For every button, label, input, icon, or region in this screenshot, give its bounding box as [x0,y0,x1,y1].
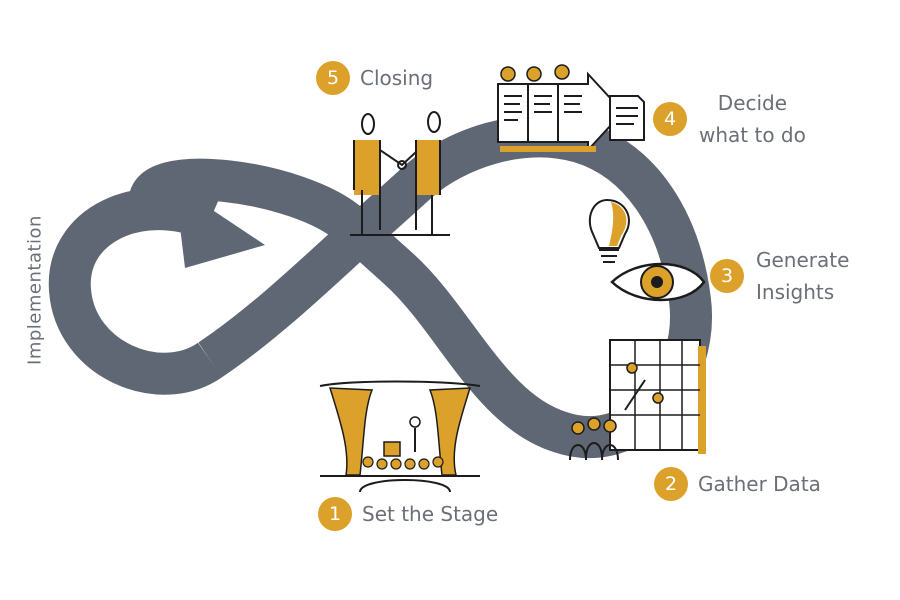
loop-tail [48,188,223,395]
theater-stage-illustration [319,380,481,493]
step-decide-what-to-do: 4 Decide what to do [653,87,806,151]
step-label: Generate Insights [756,244,849,308]
lightbulb-icon [588,198,630,263]
step-label: Closing [360,65,434,90]
step-number-badge: 1 [318,497,352,531]
step-set-the-stage: 1 Set the Stage [318,497,498,531]
scoreboard-document-icon [497,64,645,153]
step-label-line1: Decide [717,91,788,115]
loop-arrowhead [175,185,265,268]
step-label-line2: what to do [699,123,806,147]
step-number-badge: 2 [654,467,688,501]
step-label-line2: Insights [756,280,835,304]
step-label: Decide what to do [699,87,806,151]
step-generate-insights: 3 Generate Insights [710,244,849,308]
step-closing: 5 Closing [316,61,433,95]
step-number-badge: 3 [710,259,744,293]
step-number-badge: 4 [653,102,687,136]
implementation-label: Implementation [24,215,46,365]
step-number-badge: 5 [316,61,350,95]
chart-board-illustration [569,339,706,461]
step-gather-data: 2 Gather Data [654,467,821,501]
step-label: Set the Stage [362,501,499,526]
step-label: Gather Data [698,471,821,496]
eye-icon [610,262,706,302]
handshake-illustration [350,111,450,236]
step-label-line1: Generate [756,248,850,272]
